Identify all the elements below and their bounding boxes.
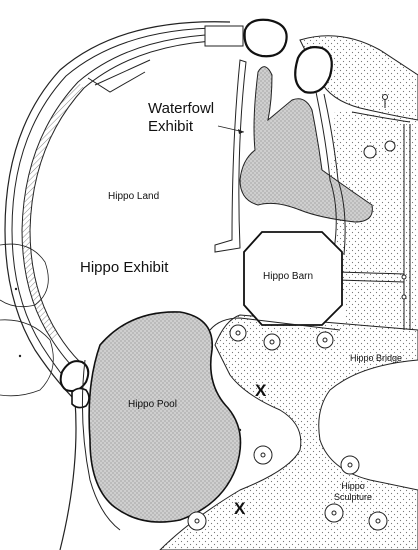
stippled-ground-main bbox=[330, 110, 418, 330]
hippo-barn-label: Hippo Barn bbox=[263, 271, 314, 282]
hippo-sculpture-line2: Sculpture bbox=[334, 492, 373, 502]
waterfowl-label-line1: Waterfowl bbox=[148, 100, 215, 117]
outer-boundary-inner bbox=[11, 27, 233, 395]
waterfowl-exhibit-label: Waterfowl Exhibit bbox=[148, 100, 214, 136]
hippo-barn-building bbox=[243, 231, 343, 326]
hippo-sculpture-label: Hippo Sculpture bbox=[334, 481, 372, 503]
hippo-exhibit-label: Hippo Exhibit bbox=[80, 259, 169, 276]
hippo-land-label: Hippo Land bbox=[108, 191, 160, 202]
x-marker: X bbox=[234, 499, 246, 518]
boulder-right bbox=[294, 46, 333, 94]
tree-symbols bbox=[187, 140, 396, 531]
hippo-bridge-label: Hippo Bridge bbox=[350, 353, 403, 363]
boulder-left-small bbox=[71, 387, 90, 409]
stippled-path-lower bbox=[159, 314, 418, 550]
boulder-left bbox=[59, 360, 90, 392]
hippo-pool-water bbox=[88, 311, 242, 523]
gate-box bbox=[204, 25, 244, 47]
hippo-sculpture-line1: Hippo bbox=[341, 481, 365, 491]
x-marker: X bbox=[255, 381, 267, 400]
waterfowl-label-line2: Exhibit bbox=[148, 118, 194, 135]
hippo-pool-label: Hippo Pool bbox=[128, 399, 177, 410]
boulder-top bbox=[243, 18, 288, 58]
outer-boundary bbox=[4, 21, 231, 550]
waterfowl-wall bbox=[214, 59, 247, 253]
